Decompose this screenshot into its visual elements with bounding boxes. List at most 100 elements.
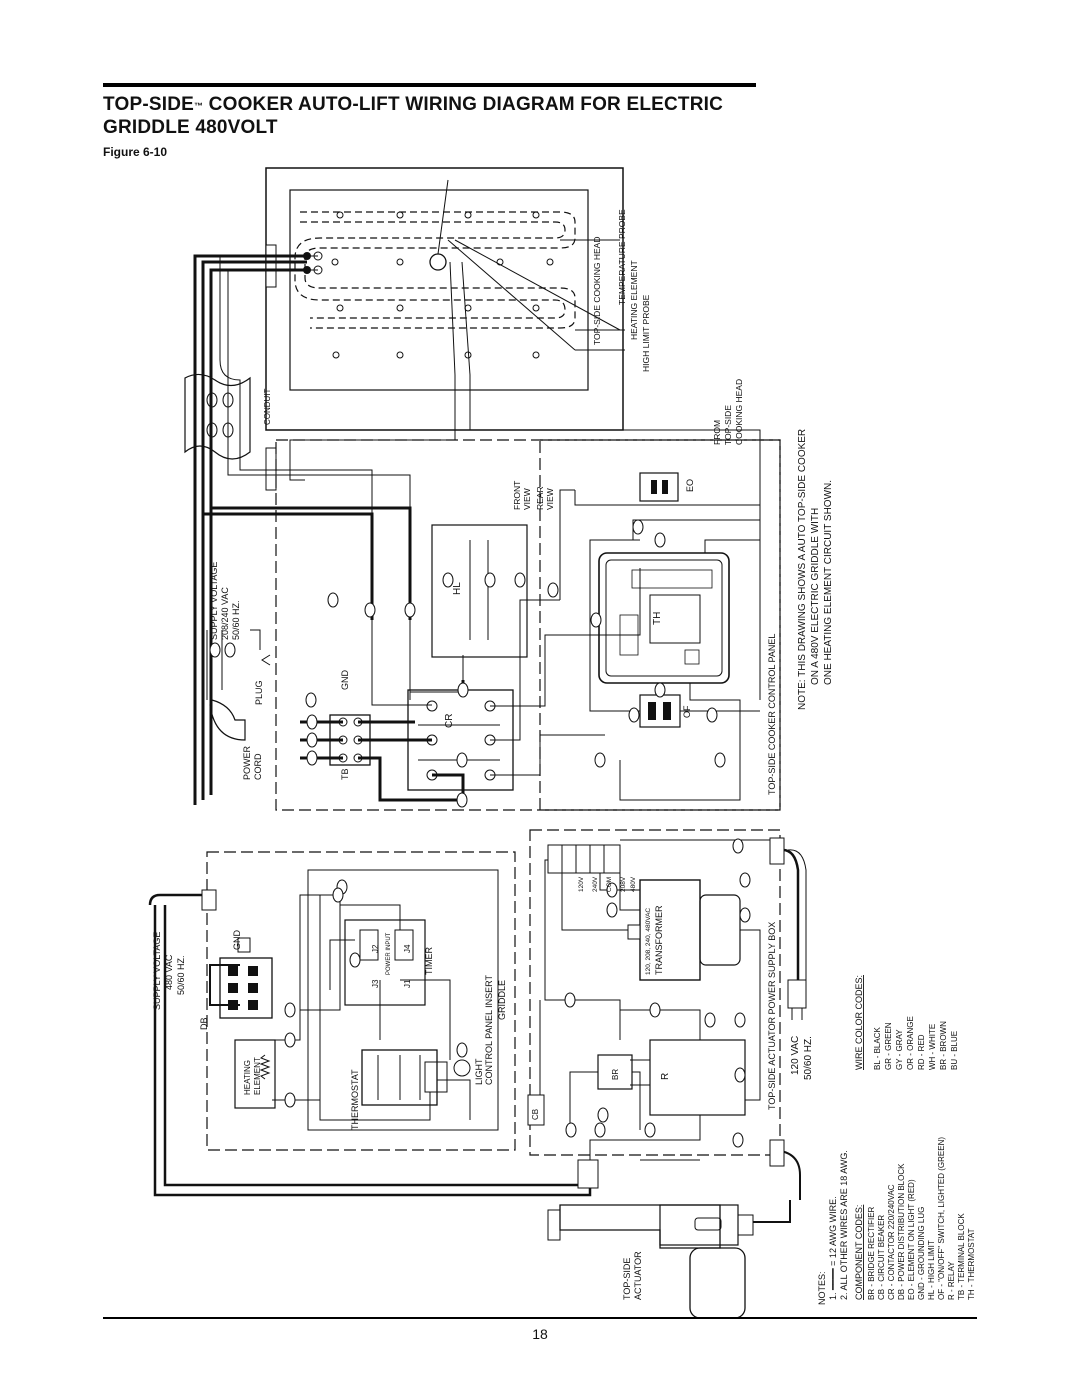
from-label-2: TOP-SIDE bbox=[723, 405, 733, 445]
component-code-item: CB - CIRCUIT BEAKER bbox=[877, 1215, 886, 1300]
supply-480-line1: SUPPLY VOLTAGE bbox=[152, 932, 162, 1010]
griddle-light-label: LIGHT bbox=[474, 1058, 484, 1085]
front-view-label-2: VIEW bbox=[522, 488, 532, 510]
gnd-label: GND bbox=[340, 670, 350, 691]
component-code-item: DB - POWER DISTRIBUTION BLOCK bbox=[897, 1163, 906, 1300]
tap-120v: 120V bbox=[578, 876, 585, 892]
r-label: R bbox=[660, 1073, 671, 1080]
wire-code-item: GY - GRAY bbox=[895, 1029, 904, 1070]
note-line1: NOTE: THIS DRAWING SHOWS A AUTO TOP-SIDE… bbox=[797, 429, 808, 710]
supply-480-line2: 480 VAC bbox=[164, 954, 174, 990]
j2-label: J2 bbox=[371, 944, 380, 953]
tap-com: COM bbox=[606, 877, 613, 892]
footer-rule bbox=[103, 1317, 977, 1319]
j1-label: J1 bbox=[403, 979, 412, 988]
rear-view-label-1: REAR bbox=[535, 486, 545, 510]
heating-label-1: HEATING bbox=[243, 1060, 252, 1095]
temperature-probe-label: TEMPERATURE PROBE bbox=[617, 209, 627, 305]
griddle-thermostat-label: THERMOSTAT bbox=[350, 1069, 360, 1130]
br-label: BR bbox=[611, 1069, 620, 1080]
wire-code-item: BR - BROWN bbox=[939, 1021, 948, 1070]
actuator bbox=[547, 1200, 791, 1319]
plug-label: PLUG bbox=[254, 680, 264, 705]
timer-label: TIMER bbox=[424, 947, 434, 975]
rear-view-label-2: VIEW bbox=[545, 488, 555, 510]
insert-label-2: GRIDDLE bbox=[497, 980, 507, 1020]
supply-208-line1: SUPPLY VOLTAGE bbox=[209, 562, 219, 640]
component-codes-title: COMPONENT CODES: bbox=[854, 1205, 864, 1300]
actuator-power-box bbox=[527, 829, 807, 1200]
transformer-label: TRANSFORMER bbox=[654, 905, 664, 975]
power-cord-line1: POWER bbox=[242, 745, 252, 780]
control-panel bbox=[206, 439, 781, 811]
component-code-item: EO - ELEMENT ON LIGHT (RED) bbox=[907, 1179, 916, 1300]
wire-code-item: BU - BLUE bbox=[950, 1031, 959, 1070]
component-code-item: TH - THERMOSTAT bbox=[967, 1228, 976, 1300]
note-line3: ONE HEATING ELEMENT CIRCUIT SHOWN. bbox=[823, 480, 834, 685]
from-label-3: COOKING HEAD bbox=[734, 379, 744, 445]
griddle-panel bbox=[148, 851, 592, 1197]
notes-title: NOTES: bbox=[817, 1271, 827, 1305]
page-title: TOP-SIDE™ COOKER AUTO-LIFT WIRING DIAGRA… bbox=[103, 93, 803, 139]
wire-code-item: RD - RED bbox=[917, 1034, 926, 1070]
j4-label: J4 bbox=[403, 944, 412, 953]
cooking-head bbox=[265, 167, 625, 431]
cb-label: CB bbox=[531, 1109, 540, 1120]
tap-208v: 208V bbox=[620, 876, 627, 892]
cr-label: CR bbox=[444, 714, 455, 728]
note-line2: ON A 480V ELECTRIC GRIDDLE WITH bbox=[810, 508, 821, 685]
component-code-item: CR - CONTACTOR 220/240VAC bbox=[887, 1184, 896, 1300]
tap-480v: 480V bbox=[630, 876, 637, 892]
notes-item-2: 2. ALL OTHER WIRES ARE 18 AWG. bbox=[839, 1150, 849, 1300]
insert-label-1: CONTROL PANEL INSERT bbox=[484, 974, 494, 1085]
transformer-volts: 120, 208, 240, 480VAC bbox=[645, 908, 652, 975]
title-line2: GRIDDLE 480VOLT bbox=[103, 117, 278, 138]
control-panel-label: TOP-SIDE COOKER CONTROL PANEL bbox=[767, 634, 777, 795]
header-rule bbox=[103, 83, 756, 87]
cooking-head-title: TOP-SIDE COOKING HEAD bbox=[592, 237, 602, 345]
heating-label-2: ELEMENT bbox=[253, 1057, 262, 1095]
from-label-1: FROM bbox=[712, 420, 722, 445]
griddle-gnd-label: GND bbox=[232, 930, 242, 951]
high-limit-probe-label: HIGH LIMIT PROBE bbox=[641, 294, 651, 372]
supply-480-line3: 50/60 HZ. bbox=[176, 955, 186, 995]
th-label: TH bbox=[652, 612, 663, 625]
actuator-label-1: TOP-SIDE bbox=[622, 1258, 632, 1300]
vac-120-line2: 50/60 HZ. bbox=[803, 1036, 814, 1080]
component-code-item: R - RELAY bbox=[947, 1261, 956, 1300]
supply-208-line3: 50/60 HZ. bbox=[231, 600, 241, 640]
notes-item-1: 1. ━━━━ = 12 AWG WIRE. bbox=[828, 1196, 838, 1300]
title-part2: COOKER AUTO-LIFT WIRING DIAGRAM FOR ELEC… bbox=[203, 94, 724, 115]
title-part1: TOP-SIDE bbox=[103, 94, 194, 115]
of-label: OF bbox=[682, 705, 692, 718]
component-code-item: HL - HIGH LIMIT bbox=[927, 1240, 936, 1300]
figure-label: Figure 6-10 bbox=[103, 145, 168, 159]
hl-label: HL bbox=[452, 582, 463, 595]
component-code-item: OF - "ON/OFF" SWITCH, LIGHTED (GREEN) bbox=[937, 1137, 946, 1300]
conduit-label: CONDUIT bbox=[263, 388, 272, 425]
power-input-label: POWER INPUT bbox=[386, 932, 392, 975]
wire-codes-title: WIRE COLOR CODES: bbox=[854, 975, 864, 1070]
wire-code-item: GR - GREEN bbox=[884, 1022, 893, 1070]
wire-code-item: WH - WHITE bbox=[928, 1024, 937, 1070]
vac-120-line1: 120 VAC bbox=[790, 1036, 801, 1075]
component-code-item: TB - TERMINAL BLOCK bbox=[957, 1213, 966, 1300]
page-number: 18 bbox=[532, 1326, 548, 1342]
wire-code-item: BL - BLACK bbox=[873, 1027, 882, 1070]
heating-element-label: HEATING ELEMENT bbox=[629, 260, 639, 340]
power-cord-line2: CORD bbox=[253, 753, 263, 780]
actuator-box-label: TOP-SIDE ACTUATOR POWER SUPPLY BOX bbox=[767, 922, 777, 1110]
tb-label: TB bbox=[340, 768, 350, 780]
actuator-label-2: ACTUATOR bbox=[633, 1251, 643, 1300]
trademark-symbol: ™ bbox=[194, 101, 204, 111]
eo-label: EO bbox=[685, 479, 695, 492]
front-view-label-1: FRONT bbox=[512, 481, 522, 510]
component-code-item: GND - GROUNDING LUG bbox=[917, 1207, 926, 1300]
component-code-item: BR - BRIDGE RECTIFIER bbox=[867, 1206, 876, 1300]
tap-240v: 240V bbox=[592, 876, 599, 892]
supply-208-line2: 208/240 VAC bbox=[220, 587, 230, 640]
conduit bbox=[184, 244, 277, 491]
j3-label: J3 bbox=[371, 979, 380, 988]
wire-code-item: OR - ORANGE bbox=[906, 1016, 915, 1070]
